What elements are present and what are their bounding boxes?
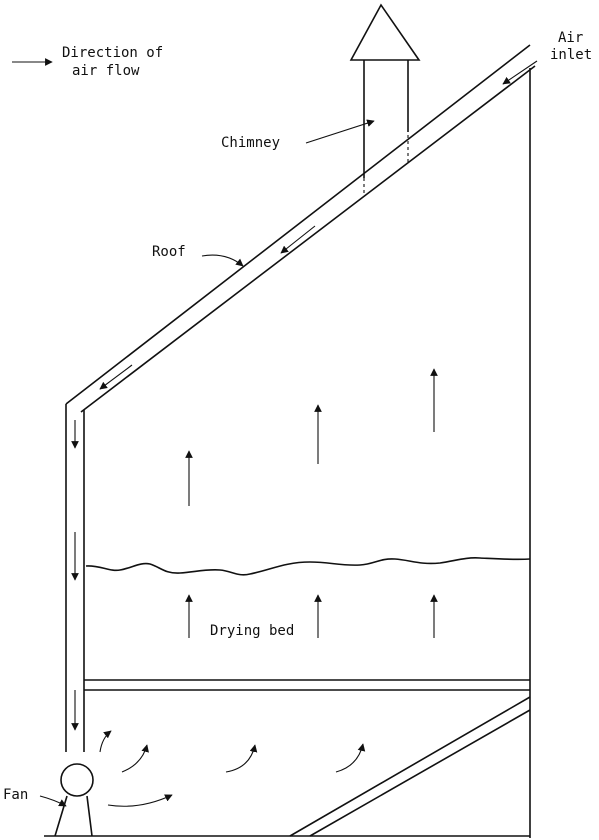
building-walls xyxy=(44,68,531,838)
chimney-label: Chimney xyxy=(221,135,280,151)
drying-bed xyxy=(84,557,531,691)
flow-arrow-chamber-5 xyxy=(335,743,366,773)
fan-rotor xyxy=(60,763,94,797)
roof-inner-line xyxy=(80,65,536,413)
drying-bed-label: Drying bed xyxy=(210,623,294,639)
fan xyxy=(54,763,94,837)
fan-label: Fan xyxy=(3,787,28,803)
inclined-plate-line-2 xyxy=(309,709,531,837)
flow-arrow-inlet xyxy=(502,60,538,85)
air-inlet-label-line2: inlet xyxy=(550,47,592,63)
legend-text-line1: Direction of xyxy=(62,45,163,61)
lower-inclined-plate xyxy=(289,696,531,837)
roof-outer-line xyxy=(65,44,531,405)
airflow-arrows xyxy=(71,60,538,807)
legend: Direction of air flow xyxy=(12,45,163,79)
inclined-plate-line-1 xyxy=(289,696,531,837)
flow-arrow-chamber-1 xyxy=(99,730,112,753)
flow-arrow-roof-lower xyxy=(99,364,133,390)
roof-label: Roof xyxy=(152,244,186,260)
fan-pointer-arrow xyxy=(39,795,67,807)
flow-arrow-chamber-3 xyxy=(107,794,173,807)
legend-text-line2: air flow xyxy=(72,63,140,79)
roof xyxy=(65,44,536,413)
flow-arrow-chamber-2 xyxy=(121,744,149,773)
air-inlet-label-line1: Air xyxy=(558,30,583,46)
fan-stand-right xyxy=(86,795,93,837)
drying-bed-surface xyxy=(85,557,531,576)
chimney-cap xyxy=(349,3,421,61)
flow-arrow-roof-mid xyxy=(280,225,316,254)
roof-pointer-arrow xyxy=(201,254,244,267)
chimney-pointer-arrow xyxy=(305,119,375,144)
chimney xyxy=(349,3,421,195)
flow-arrow-chamber-4 xyxy=(225,744,258,773)
